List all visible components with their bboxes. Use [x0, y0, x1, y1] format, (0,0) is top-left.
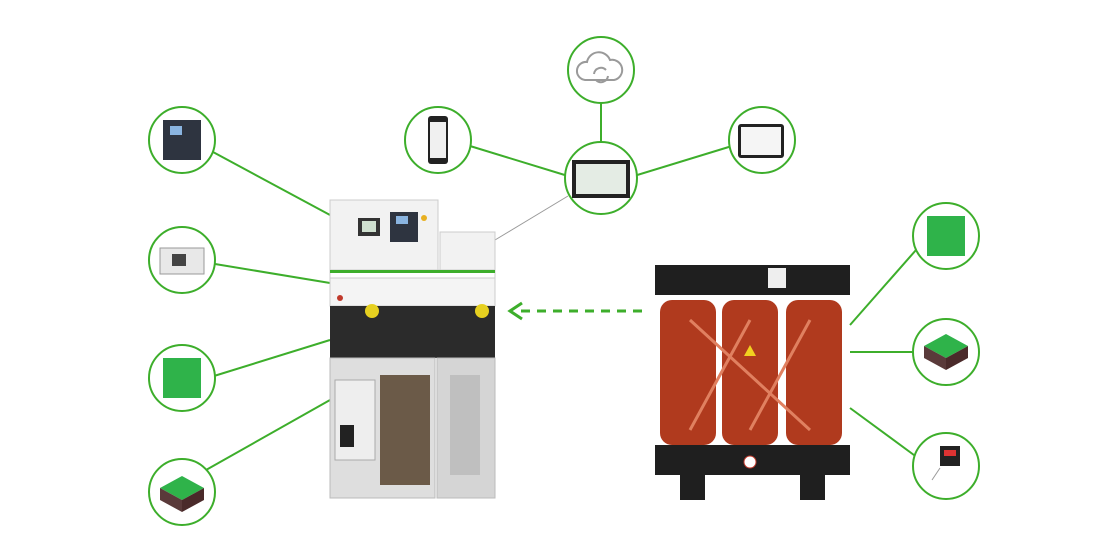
connector-line [633, 145, 733, 177]
wireless-sensor-icon [148, 344, 216, 412]
temperature-controller-icon [912, 432, 980, 500]
connector-line [213, 339, 331, 377]
cloud-sync-icon [567, 36, 635, 104]
wireless-sensor-icon [912, 202, 980, 270]
transformer [655, 265, 850, 500]
connector-line [849, 249, 917, 326]
wireless-sensor-box-icon [912, 318, 980, 386]
hmi-panel-icon [564, 141, 638, 215]
connector-line [205, 399, 331, 471]
arrow-head-icon [507, 301, 523, 321]
smartphone-icon [404, 106, 472, 174]
io-module-icon [148, 226, 216, 294]
switchgear [329, 199, 496, 499]
connector-line [849, 407, 919, 459]
wireless-sensor-box-icon [148, 458, 216, 526]
protection-relay-icon [148, 106, 216, 174]
connectors [205, 103, 919, 471]
connector-line [469, 145, 569, 177]
tablet-icon [728, 106, 796, 174]
connector-line [214, 263, 331, 284]
connector-line [212, 151, 331, 216]
hmi-link-line [494, 195, 569, 241]
